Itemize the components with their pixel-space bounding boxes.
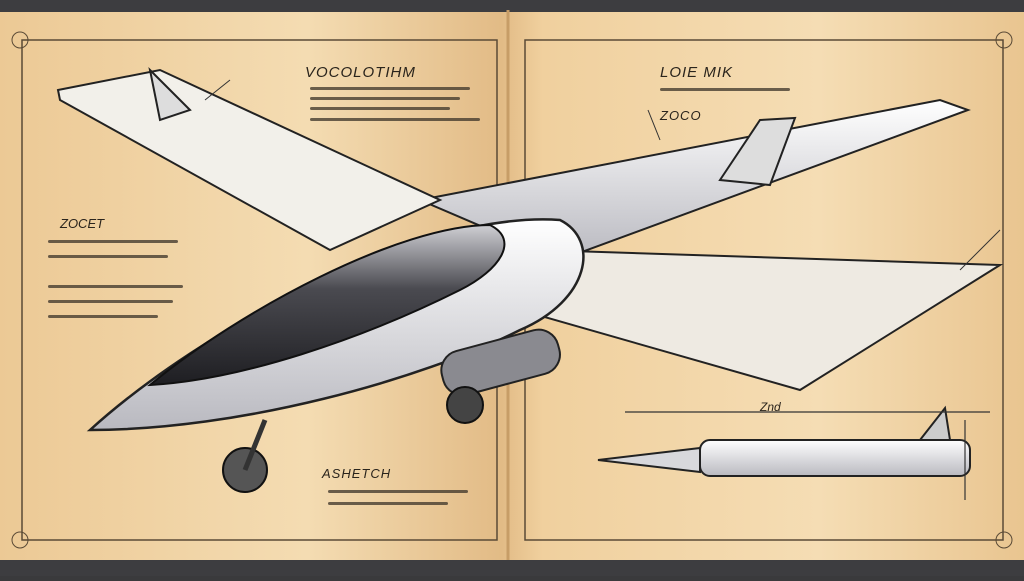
handwritten-line <box>310 87 470 90</box>
handwritten-line <box>310 107 450 110</box>
handwritten-line <box>310 118 480 121</box>
callout-label: ZOCO <box>660 108 702 123</box>
handwritten-line <box>660 88 790 91</box>
handwritten-line <box>310 97 460 100</box>
corner-ornament <box>995 31 1013 49</box>
engine-nacelle <box>440 328 561 397</box>
handwritten-line <box>328 490 468 493</box>
bottom-note-label: ASHETCH <box>322 466 392 481</box>
handwritten-line <box>48 300 173 303</box>
heading-left: VOCOLOTIHM <box>305 64 416 81</box>
handwritten-line <box>48 240 178 243</box>
handwritten-line <box>328 502 448 505</box>
left-wing <box>56 68 443 252</box>
handwritten-line <box>48 255 168 258</box>
side-note-label: ZOCET <box>60 216 105 231</box>
handwritten-line <box>48 315 158 318</box>
corner-ornament <box>11 31 29 49</box>
corner-ornament <box>11 531 29 549</box>
cockpit-canopy <box>147 223 506 387</box>
heading-right: LOIE MIK <box>660 64 734 81</box>
missile-dimension-label: Znd <box>760 400 781 414</box>
left-winglet <box>148 66 192 122</box>
missile-fin <box>917 405 952 441</box>
corner-ornament <box>995 531 1013 549</box>
handwritten-line <box>48 285 183 288</box>
landing-wheel <box>446 386 484 424</box>
tail-fin <box>718 116 797 187</box>
missile-body <box>699 439 971 477</box>
